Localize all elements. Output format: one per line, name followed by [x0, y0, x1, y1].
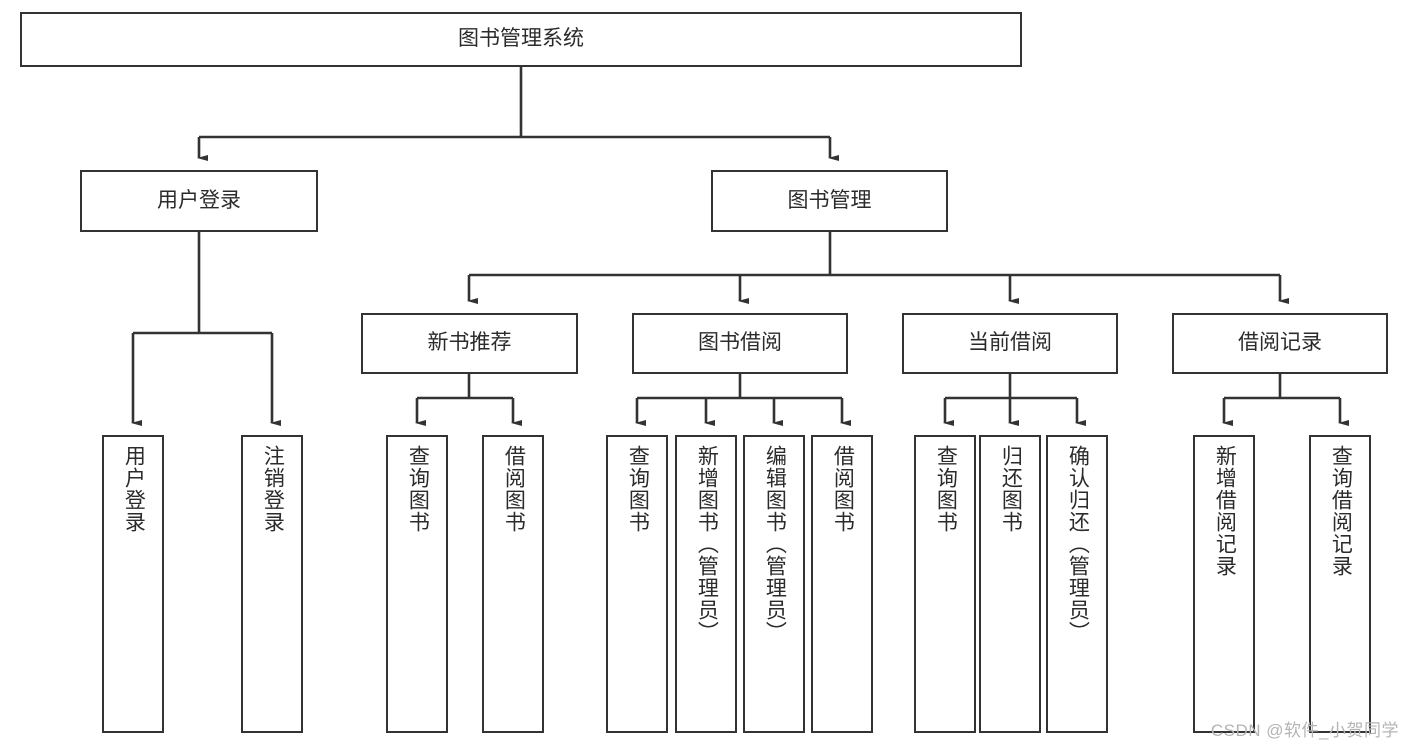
node-label: 用户登录 — [157, 188, 241, 212]
node-leaf-return-book[interactable]: 归还图书 — [979, 435, 1041, 733]
node-leaf-query-book-borrow[interactable]: 查询图书 — [606, 435, 668, 733]
node-book-borrow[interactable]: 图书借阅 — [632, 313, 848, 374]
node-leaf-add-borrow-record[interactable]: 新增借阅记录 — [1193, 435, 1255, 733]
node-book-management[interactable]: 图书管理 — [711, 170, 948, 232]
node-leaf-borrow-book-recommendation[interactable]: 借阅图书 — [482, 435, 544, 733]
node-label: 查询图书 — [626, 445, 650, 533]
node-label: 新增借阅记录 — [1213, 445, 1237, 577]
node-borrow-record[interactable]: 借阅记录 — [1172, 313, 1388, 374]
node-label: 查询借阅记录 — [1329, 445, 1353, 577]
node-label: 图书借阅 — [698, 331, 782, 355]
node-label: 编辑图书（管理员） — [763, 445, 787, 643]
node-label: 借阅图书 — [502, 445, 526, 533]
node-root-book-management-system[interactable]: 图书管理系统 — [20, 12, 1022, 67]
node-label: 查询图书 — [934, 445, 958, 533]
node-leaf-add-book-admin[interactable]: 新增图书（管理员） — [675, 435, 737, 733]
node-label: 新增图书（管理员） — [695, 445, 719, 643]
node-label: 确认归还（管理员） — [1066, 445, 1090, 643]
node-leaf-confirm-return-admin[interactable]: 确认归还（管理员） — [1046, 435, 1108, 733]
node-label: 查询图书 — [406, 445, 430, 533]
node-leaf-query-borrow-record[interactable]: 查询借阅记录 — [1309, 435, 1371, 733]
node-current-borrow[interactable]: 当前借阅 — [902, 313, 1118, 374]
node-label: 归还图书 — [999, 445, 1023, 533]
node-label: 当前借阅 — [968, 331, 1052, 355]
node-label: 图书管理系统 — [458, 27, 584, 51]
node-label: 借阅记录 — [1238, 331, 1322, 355]
node-label: 借阅图书 — [831, 445, 855, 533]
node-leaf-query-book-recommendation[interactable]: 查询图书 — [386, 435, 448, 733]
node-label: 新书推荐 — [427, 331, 512, 355]
node-label: 图书管理 — [787, 188, 872, 212]
node-label: 用户登录 — [122, 445, 146, 533]
node-user-login[interactable]: 用户登录 — [80, 170, 318, 232]
node-leaf-user-login[interactable]: 用户登录 — [102, 435, 164, 733]
node-leaf-edit-book-admin[interactable]: 编辑图书（管理员） — [743, 435, 805, 733]
node-leaf-borrow-book[interactable]: 借阅图书 — [811, 435, 873, 733]
node-leaf-user-logout[interactable]: 注销登录 — [241, 435, 303, 733]
node-label: 注销登录 — [261, 445, 285, 533]
node-new-book-recommendation[interactable]: 新书推荐 — [361, 313, 578, 374]
node-leaf-query-book-current[interactable]: 查询图书 — [914, 435, 976, 733]
csdn-watermark: CSDN @软件_小贺同学 — [1210, 721, 1399, 740]
